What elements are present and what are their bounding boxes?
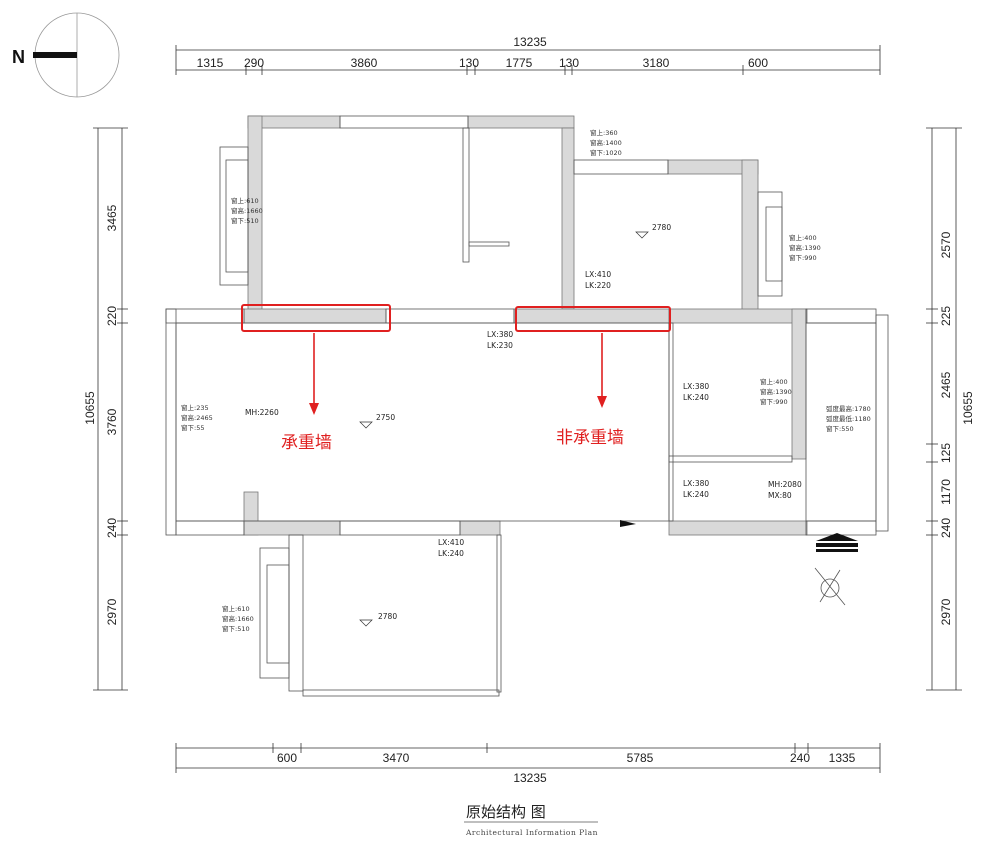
- window-note: 窗上:360: [590, 128, 618, 137]
- beam-height-note: MH:2260: [245, 408, 279, 417]
- window-note: 窗下:1020: [590, 148, 622, 157]
- beam-height-note: MX:80: [768, 491, 792, 500]
- down-arrow-icon: [597, 396, 607, 408]
- lintel-note: LX:410: [585, 270, 611, 279]
- bottom-dim: 1335: [829, 751, 856, 765]
- left-dim: 3465: [105, 204, 119, 231]
- walls: [165, 115, 889, 697]
- bottom-dim: 240: [790, 751, 810, 765]
- window-note: 窗下:990: [789, 253, 817, 262]
- lintel-note: LK:220: [585, 281, 611, 290]
- bottom-dimensions: 600 3470 5785 240 1335 13235: [175, 743, 881, 785]
- plan-title-block: 原始结构 图 Architectural Information Plan: [464, 803, 598, 837]
- small-arrow-icon: [620, 520, 636, 527]
- window-note: 窗高:2465: [181, 413, 213, 422]
- lintel-note: LK:230: [487, 341, 513, 350]
- north-compass: N: [12, 12, 120, 98]
- height-markers: [359, 231, 649, 627]
- bottom-dim: 600: [277, 751, 297, 765]
- right-dim: 2465: [939, 371, 953, 398]
- right-dim: 125: [939, 443, 953, 463]
- top-dim: 130: [459, 56, 479, 70]
- top-dim: 290: [244, 56, 264, 70]
- non-load-bearing-wall-box: [515, 306, 671, 332]
- top-dimensions: 13235 1315 290 3860 130 1775 130 3180 60…: [175, 35, 881, 75]
- window-note: 窗上:400: [760, 377, 788, 386]
- window-note: 窗高:1660: [231, 206, 263, 215]
- plan-subtitle: Architectural Information Plan: [465, 828, 598, 837]
- window-note: 弧度最高:1780: [826, 404, 871, 413]
- left-dim: 240: [105, 518, 119, 538]
- bottom-total-dim: 13235: [513, 771, 547, 785]
- lintel-note: LK:240: [683, 393, 709, 402]
- ceiling-height: 2780: [652, 223, 671, 232]
- right-dim: 1170: [939, 479, 953, 505]
- load-bearing-wall-box: [241, 304, 391, 332]
- window-note: 窗下:55: [181, 423, 204, 432]
- bottom-dim: 5785: [627, 751, 654, 765]
- window-note: 窗下:990: [760, 397, 788, 406]
- window-note: 弧度最低:1180: [826, 414, 871, 423]
- lintel-note: LX:380: [487, 330, 513, 339]
- ceiling-height: 2780: [378, 612, 397, 621]
- window-note: 窗上:235: [181, 403, 209, 412]
- left-total-dim: 10655: [83, 391, 97, 425]
- window-note: 窗下:510: [222, 624, 250, 633]
- top-total-dim: 13235: [513, 35, 547, 49]
- top-dim: 1775: [506, 56, 533, 70]
- top-dim: 600: [748, 56, 768, 70]
- window-note: 窗下:510: [231, 216, 259, 225]
- north-label: N: [12, 47, 25, 67]
- right-dim: 2570: [939, 231, 953, 258]
- non-load-bearing-label: 非承重墙: [556, 428, 624, 448]
- load-bearing-label: 承重墙: [281, 433, 332, 453]
- right-dim: 2970: [939, 598, 953, 625]
- left-dim: 2970: [105, 598, 119, 625]
- top-dim: 130: [559, 56, 579, 70]
- beam-height-note: MH:2080: [768, 480, 802, 489]
- wall-highlights: 承重墙 非承重墙: [241, 304, 671, 453]
- lintel-note: LX:380: [683, 382, 709, 391]
- top-dim: 3180: [643, 56, 670, 70]
- annotations: 窗上:610 窗高:1660 窗下:510 窗上:360 窗高:1400 窗下:…: [181, 128, 871, 633]
- lintel-note: LK:240: [683, 490, 709, 499]
- bottom-dim: 3470: [383, 751, 410, 765]
- right-dim: 240: [939, 518, 953, 538]
- plan-title: 原始结构 图: [466, 803, 546, 821]
- lintel-note: LX:380: [683, 479, 709, 488]
- right-dim: 225: [939, 306, 953, 326]
- top-dim: 3860: [351, 56, 378, 70]
- window-note: 窗高:1660: [222, 614, 254, 623]
- door-person-icon: [814, 567, 846, 606]
- window-note: 窗上:400: [789, 233, 817, 242]
- window-note: 窗下:550: [826, 424, 854, 433]
- right-total-dim: 10655: [961, 391, 975, 425]
- left-dim: 3760: [105, 408, 119, 435]
- down-arrow-icon: [309, 403, 319, 415]
- lintel-note: LK:240: [438, 549, 464, 558]
- left-dimensions: 3465 220 3760 240 2970 10655: [83, 127, 128, 691]
- left-dim: 220: [105, 306, 119, 326]
- window-note: 窗高:1400: [590, 138, 622, 147]
- window-note: 窗上:610: [231, 196, 259, 205]
- window-note: 窗高:1390: [789, 243, 821, 252]
- ceiling-height: 2750: [376, 413, 395, 422]
- window-note: 窗上:610: [222, 604, 250, 613]
- window-note: 窗高:1390: [760, 387, 792, 396]
- entrance-arrow-icon: [816, 533, 858, 552]
- lintel-note: LX:410: [438, 538, 464, 547]
- top-dim: 1315: [197, 56, 224, 70]
- right-dimensions: 2570 225 2465 125 1170 240 2970 10655: [926, 127, 975, 691]
